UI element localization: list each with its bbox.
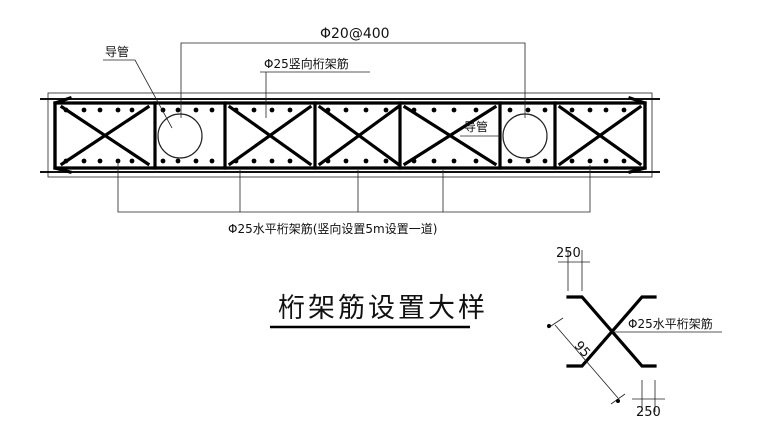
drawing-title: 桁架筋设置大样	[278, 293, 488, 324]
rebar-dot	[603, 158, 609, 164]
detail-truss-label: Φ25水平桁架筋	[628, 316, 713, 331]
rebar-dot	[209, 158, 215, 164]
rebar-dot	[621, 107, 627, 113]
rebar-dot	[269, 107, 275, 113]
rebar-dot	[193, 158, 199, 164]
rebar-line	[557, 104, 643, 167]
guide-pipe-right	[502, 113, 548, 159]
spacing-label: Φ20@400	[320, 26, 390, 42]
rebar-dot	[325, 158, 331, 164]
rebar-line	[317, 104, 401, 167]
rebar-dot	[525, 107, 531, 113]
rebar-dot	[209, 107, 215, 113]
rebar-dot	[97, 158, 103, 164]
rebar-dot	[603, 107, 609, 113]
rebar-dot	[383, 107, 389, 113]
rebar-dot	[287, 158, 293, 164]
rebar-dot	[81, 158, 87, 164]
rebar-dot	[621, 158, 627, 164]
rebar-dot	[569, 107, 575, 113]
rebar-dot	[325, 107, 331, 113]
rebar-dot	[451, 158, 457, 164]
rebar-dot	[587, 158, 593, 164]
rebar-dot	[451, 107, 457, 113]
rebar-dot	[343, 107, 349, 113]
rebar-dot	[542, 107, 548, 113]
rebar-dot	[251, 107, 257, 113]
rebar-dot	[233, 107, 239, 113]
rebar-dot	[383, 158, 389, 164]
rebar-dot	[473, 158, 479, 164]
rebar-dot	[63, 107, 69, 113]
rebar-dot	[269, 158, 275, 164]
rebar-dot	[542, 158, 548, 164]
rebar-dot	[411, 158, 417, 164]
detail-dim-bottom: 250	[636, 405, 661, 420]
guide-pipe-right-label: 导管	[464, 119, 488, 134]
vertical-stirrups	[153, 101, 557, 170]
rebar-dot	[525, 158, 531, 164]
guide-pipe-left	[157, 113, 203, 159]
rebar-dot	[193, 107, 199, 113]
vertical-truss-label: Φ25竖向桁架筋	[264, 56, 349, 71]
rebar-dot	[175, 107, 181, 113]
rebar-dot	[63, 158, 69, 164]
rebar-dot	[363, 107, 369, 113]
rebar-dot	[175, 158, 181, 164]
rebar-dot	[160, 158, 166, 164]
rebar-dot	[129, 107, 135, 113]
rebar-dot	[431, 158, 437, 164]
rebar-dot	[97, 107, 103, 113]
rebar-line	[227, 104, 313, 167]
rebar-dot	[587, 107, 593, 113]
rebar-dots	[63, 107, 627, 164]
rebar-dot	[473, 107, 479, 113]
end-hooks	[53, 95, 647, 174]
detail-dim-top: 250	[556, 246, 581, 261]
guide-pipe-left-label: 导管	[105, 44, 129, 59]
rebar-dot	[507, 158, 513, 164]
leader-lines	[103, 42, 591, 213]
longitudinal-bars	[40, 98, 660, 173]
rebar-dot	[81, 107, 87, 113]
rebar-line	[59, 104, 151, 167]
rebar-line	[402, 104, 498, 167]
rebar-dot	[233, 158, 239, 164]
rebar-dot	[287, 107, 293, 113]
wall-outline	[47, 92, 653, 178]
detail-x-truss	[547, 250, 722, 412]
rebar-dot	[411, 107, 417, 113]
rebar-dot	[251, 158, 257, 164]
rebar-dot	[129, 158, 135, 164]
rebar-dot	[115, 107, 121, 113]
rebar-dot	[363, 158, 369, 164]
rebar-dot	[431, 107, 437, 113]
horizontal-truss-note: Φ25水平桁架筋(竖向设置5m设置一道)	[228, 221, 437, 236]
rebar-dot	[343, 158, 349, 164]
rebar-dot	[507, 107, 513, 113]
truss-x-bracing	[59, 104, 643, 167]
rebar-dot	[569, 158, 575, 164]
